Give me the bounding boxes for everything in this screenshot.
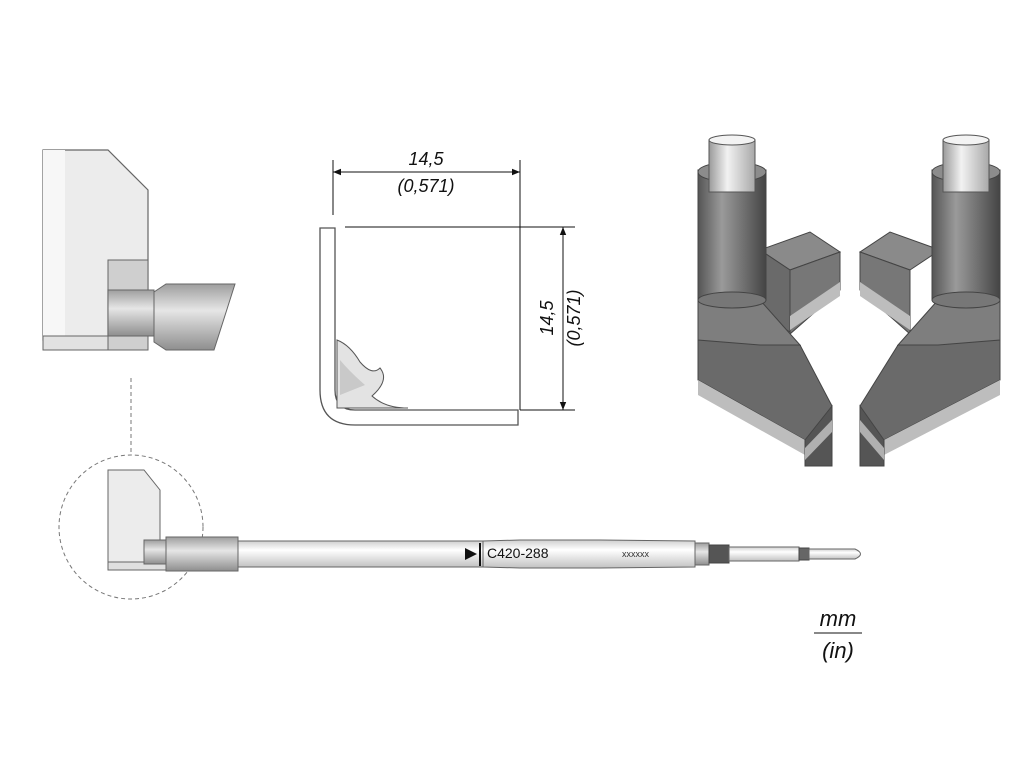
right-rod [942,139,990,193]
full-tip-view: C420-288 xxxxxx [58,454,861,600]
part-number: C420-288 [487,545,549,561]
height-mm-label: 14,5 [537,300,557,336]
width-mm-label: 14,5 [408,149,444,169]
direction-arrow [465,548,477,560]
unit-secondary: (in) [822,638,854,663]
sleeve [165,536,239,572]
side-view-collar [107,289,155,337]
right-blade-arm-band [860,282,910,330]
connector-dark [708,544,730,564]
right-blade-band [884,380,1000,455]
small-head-collar [143,539,167,565]
left-cylinder-bottom [697,291,767,309]
dimension-view: 14,5 (0,571) 14,5 (0,571) [319,149,584,426]
connector-tip [808,548,861,560]
connector-step [798,547,810,561]
left-blade [697,134,842,467]
unit-primary: mm [820,606,857,631]
shaft-label-band [482,539,696,569]
left-blade-band [698,380,805,455]
right-blade [858,134,1001,467]
connector-ring [694,542,710,566]
side-view-nozzle [153,283,236,351]
left-blade-tip-band [805,420,832,460]
left-blade-arm-band [790,282,840,330]
perspective-view [697,134,1001,467]
height-in-label: (0,571) [564,289,584,346]
blade-fillet-shade [340,360,365,395]
width-in-label: (0,571) [397,176,454,196]
detail-circle [58,454,204,600]
right-cylinder-bottom [931,291,1001,309]
shaft [237,540,484,568]
right-rod-top [942,134,990,146]
left-rod-top [708,134,756,146]
connector-pin [728,546,800,562]
side-view [42,149,236,351]
blade-fillet [336,339,409,409]
side-view-highlight [43,150,65,340]
units-legend: mm (in) [814,606,862,663]
left-rod [708,139,756,193]
right-blade-tip-band [860,420,884,460]
serial-number: xxxxxx [622,549,650,559]
